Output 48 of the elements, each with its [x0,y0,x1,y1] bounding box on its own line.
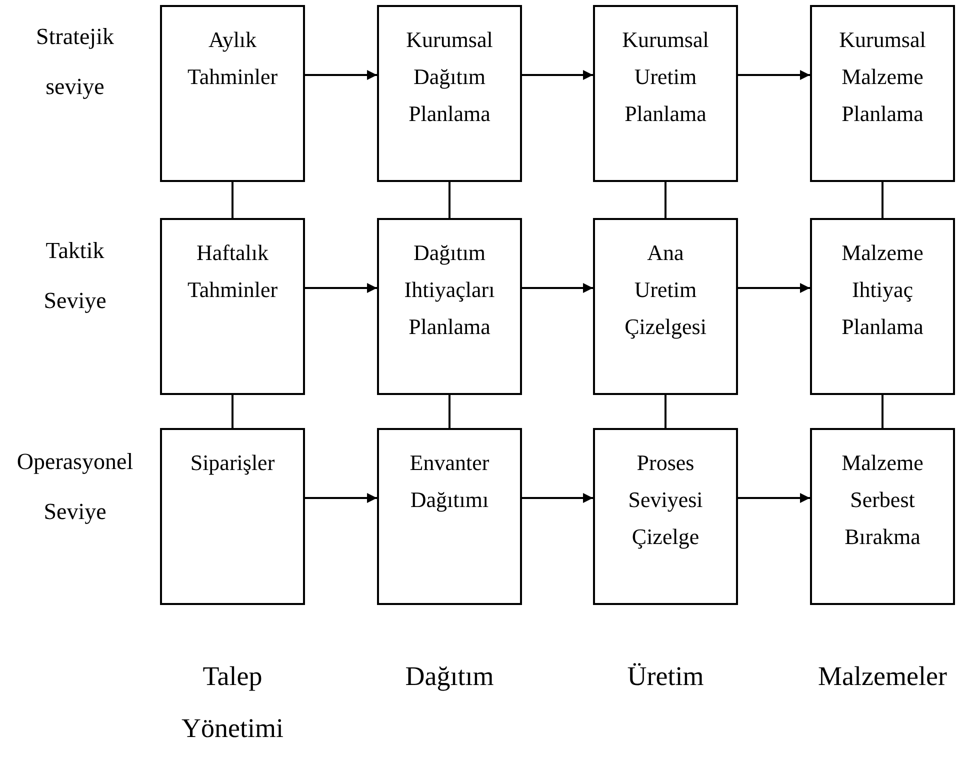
box-label: Proses Seviyesi Çizelge [627,449,704,551]
row-heading: Operasyonel Seviye [16,448,134,526]
arrow [738,283,810,293]
connector-line [232,395,234,428]
arrow [522,493,593,503]
column-heading: Üretim [627,660,704,693]
box-label: Kurumsal Malzeme Planlama [838,26,927,128]
arrow [305,283,377,293]
arrow [305,493,377,503]
connector-line [232,182,234,218]
column-heading: Malzemeler [818,660,947,693]
connector-line [448,182,450,218]
box-label: Dağıtım Ihtiyaçları Planlama [403,239,496,341]
row-heading: Taktik Seviye [42,237,108,315]
box-label: Kurumsal Dağıtım Planlama [405,26,494,128]
connector-line [664,182,666,218]
arrow [305,70,377,80]
box-label: Malzeme Ihtiyaç Planlama [840,239,924,341]
box-label: Haftalık Tahminler [186,239,279,304]
process-box [593,428,738,605]
arrow [738,493,810,503]
process-box [377,5,522,182]
box-label: Aylık Tahminler [186,26,279,91]
arrow [522,283,593,293]
connector-line [448,395,450,428]
process-box [810,5,955,182]
process-box [377,218,522,395]
box-label: Siparişler [190,449,275,477]
process-box [377,428,522,605]
process-box [810,218,955,395]
arrow [738,70,810,80]
process-box [593,5,738,182]
process-box [810,428,955,605]
arrow [522,70,593,80]
process-box [160,428,305,605]
column-heading: Talep Yönetimi [180,660,284,745]
box-label: Malzeme Serbest Bırakma [840,449,924,551]
row-heading: Stratejik seviye [35,23,115,101]
connector-line [882,395,884,428]
box-label: Envanter Dağıtımı [408,449,490,514]
box-label: Kurumsal Uretim Planlama [621,26,710,128]
box-label: Ana Uretim Çizelgesi [624,239,708,341]
process-box [160,218,305,395]
process-box [160,5,305,182]
connector-line [882,182,884,218]
process-box [593,218,738,395]
column-heading: Dağıtım [405,660,494,693]
connector-line [664,395,666,428]
